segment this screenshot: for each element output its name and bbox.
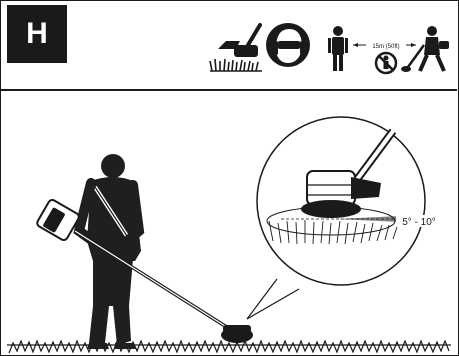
trimming-operator-icon (401, 26, 449, 72)
distance-label: 15m (50ft) (372, 44, 399, 50)
section-badge: H (7, 5, 67, 63)
panel-header: H (1, 1, 457, 91)
keep-distance-icon: 15m (50ft) (353, 40, 416, 50)
head-protection-icon (266, 23, 310, 67)
safety-icons-row: 15m (50ft) (196, 1, 458, 89)
debris-warning-icon (210, 25, 262, 71)
string-trimmer (36, 199, 253, 343)
trimming-illustration: 5° - 10° (1, 91, 457, 355)
callout-pointer (247, 279, 299, 319)
bystander-icon (328, 26, 348, 71)
angle-label: 5° - 10° (402, 217, 436, 228)
grass-ground (7, 341, 451, 353)
detail-callout: 5° - 10° (257, 117, 442, 285)
no-entry-person-icon (376, 53, 396, 73)
